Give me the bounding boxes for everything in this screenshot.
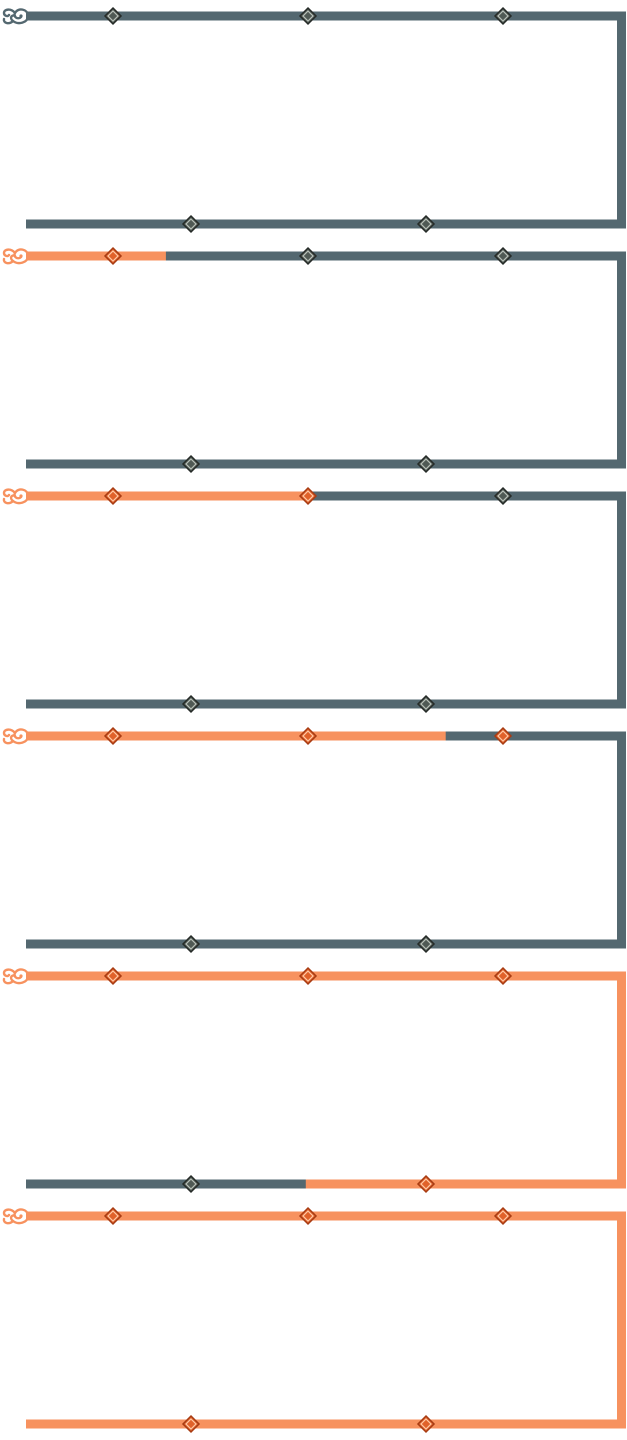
track-path-progress [26, 971, 626, 1189]
diamond-node-icon [416, 214, 436, 234]
diamond-node-icon [493, 966, 513, 986]
cloud-swirl-icon [2, 8, 30, 25]
progress-track [2, 1206, 626, 1434]
diamond-node-icon [298, 966, 318, 986]
diamond-node-icon [298, 486, 318, 506]
progress-track [2, 486, 626, 714]
track-path-progress [26, 731, 626, 949]
diamond-node-icon [493, 1206, 513, 1226]
diamond-node-icon [103, 966, 123, 986]
diamond-node-icon [298, 1206, 318, 1226]
cloud-swirl-icon [2, 728, 30, 745]
track-path-base [26, 491, 626, 709]
cloud-swirl-icon [2, 248, 30, 265]
track-path-base [26, 1211, 626, 1429]
diamond-node-icon [298, 726, 318, 746]
track-path-base [26, 731, 626, 949]
diamond-node-icon [298, 6, 318, 26]
diamond-node-icon [493, 726, 513, 746]
diamond-node-icon [416, 934, 436, 954]
diamond-node-icon [416, 454, 436, 474]
diamond-node-icon [493, 246, 513, 266]
diamond-node-icon [103, 246, 123, 266]
progress-track [2, 246, 626, 474]
diamond-node-icon [103, 726, 123, 746]
diamond-node-icon [103, 1206, 123, 1226]
diamond-node-icon [416, 1414, 436, 1434]
track-path-base [26, 251, 626, 469]
diamond-node-icon [181, 454, 201, 474]
diamond-node-icon [181, 1174, 201, 1194]
diamond-node-icon [298, 246, 318, 266]
track-path-progress [26, 251, 626, 469]
diamond-node-icon [493, 6, 513, 26]
progress-track [2, 726, 626, 954]
progress-track [2, 966, 626, 1194]
diamond-node-icon [416, 1174, 436, 1194]
track-path-progress [26, 1211, 626, 1429]
diamond-node-icon [493, 486, 513, 506]
track-path-progress [26, 491, 626, 709]
track-path-base [26, 11, 626, 229]
diamond-node-icon [181, 694, 201, 714]
diamond-node-icon [103, 486, 123, 506]
diamond-node-icon [181, 214, 201, 234]
cloud-swirl-icon [2, 968, 30, 985]
cloud-swirl-icon [2, 488, 30, 505]
diamond-node-icon [103, 6, 123, 26]
diamond-node-icon [416, 694, 436, 714]
diamond-node-icon [181, 1414, 201, 1434]
cloud-swirl-icon [2, 1208, 30, 1225]
diamond-node-icon [181, 934, 201, 954]
track-path-base [26, 971, 626, 1189]
progress-track [2, 6, 626, 234]
